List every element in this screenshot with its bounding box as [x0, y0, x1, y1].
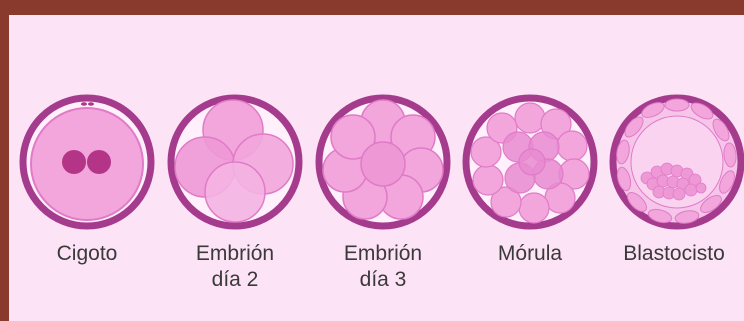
label-line1: Blastocisto — [623, 242, 725, 265]
stage-day2-embryo — [165, 92, 305, 232]
label-line1: Cigoto — [56, 242, 118, 265]
stage-label-morula: Mórula — [460, 241, 600, 267]
stage-label-day3: Embrión día 3 — [313, 241, 453, 293]
label-line1: Embrión — [195, 242, 275, 265]
stage-label-day2: Embrión día 2 — [165, 241, 305, 293]
label-line1: Embrión — [343, 242, 423, 265]
stage-day3-embryo — [313, 92, 453, 232]
label-line2: día 3 — [359, 268, 407, 291]
stage-label-blastocyst: Blastocisto — [604, 241, 744, 267]
stage-morula — [460, 92, 600, 232]
morula-icon — [462, 94, 598, 230]
stage-blastocyst — [607, 92, 744, 232]
eight-cell-embryo-icon — [315, 94, 451, 230]
label-line1: Mórula — [497, 242, 563, 265]
two-cell-embryo-icon — [167, 94, 303, 230]
stage-zygote — [17, 92, 157, 232]
blastocyst-icon — [609, 94, 744, 230]
label-line2: día 2 — [211, 268, 259, 291]
stage-label-zygote: Cigoto — [17, 241, 157, 267]
zygote-icon — [19, 94, 155, 230]
